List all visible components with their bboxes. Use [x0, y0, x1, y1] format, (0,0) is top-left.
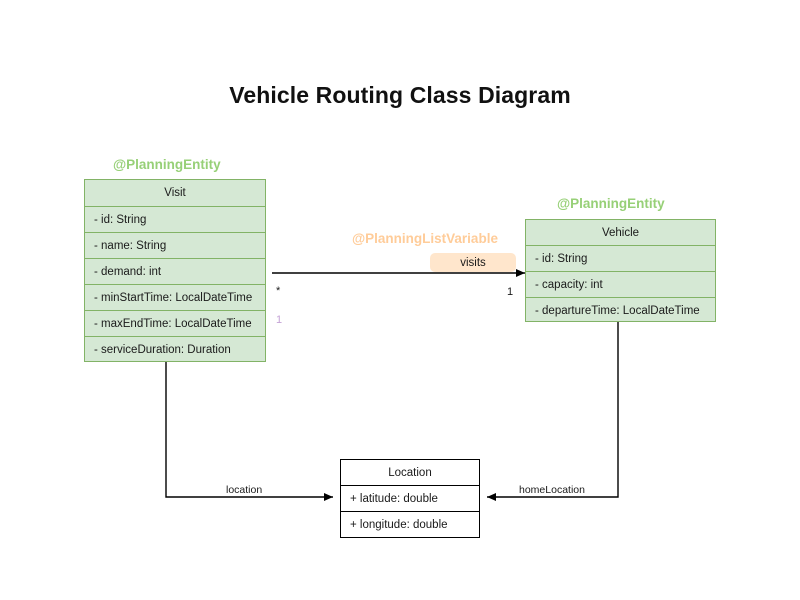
attribute-row: - demand: int: [85, 259, 265, 285]
multiplicity-visit-extra: 1: [276, 314, 283, 326]
multiplicity-vehicle-side: 1: [507, 286, 514, 298]
attribute-row: - name: String: [85, 233, 265, 259]
edge-label-location: location: [226, 484, 263, 496]
role-badge-visits: visits: [430, 253, 516, 272]
edge-label-home-location: homeLocation: [519, 484, 585, 496]
annotation-planning-list-variable: @PlanningListVariable: [352, 231, 498, 246]
class-name-visit: Visit: [85, 180, 265, 207]
uml-class-vehicle[interactable]: Vehicle - id: String - capacity: int - d…: [525, 219, 716, 322]
multiplicity-visit-side: *: [276, 285, 281, 297]
annotation-visit-planning-entity: @PlanningEntity: [113, 157, 221, 172]
attribute-row: + longitude: double: [350, 519, 448, 531]
attribute-row: - id: String: [526, 246, 715, 272]
attribute-row: - serviceDuration: Duration: [94, 343, 231, 356]
attribute-row: - capacity: int: [526, 272, 715, 298]
attribute-row: + latitude: double: [341, 486, 479, 512]
uml-class-location[interactable]: Location + latitude: double + longitude:…: [340, 459, 480, 538]
attribute-row: - departureTime: LocalDateTime: [535, 304, 700, 317]
attribute-row: - maxEndTime: LocalDateTime: [85, 311, 265, 337]
uml-class-visit[interactable]: Visit - id: String - name: String - dema…: [84, 179, 266, 362]
page-title: Vehicle Routing Class Diagram: [229, 82, 571, 108]
attribute-row: - id: String: [85, 207, 265, 233]
annotation-vehicle-planning-entity: @PlanningEntity: [557, 196, 665, 211]
class-name-vehicle: Vehicle: [526, 220, 715, 246]
class-name-location: Location: [341, 460, 479, 486]
attribute-row: - minStartTime: LocalDateTime: [85, 285, 265, 311]
edge-visit-location: [165, 362, 333, 501]
edge-vehicle-home-location: [487, 322, 619, 501]
